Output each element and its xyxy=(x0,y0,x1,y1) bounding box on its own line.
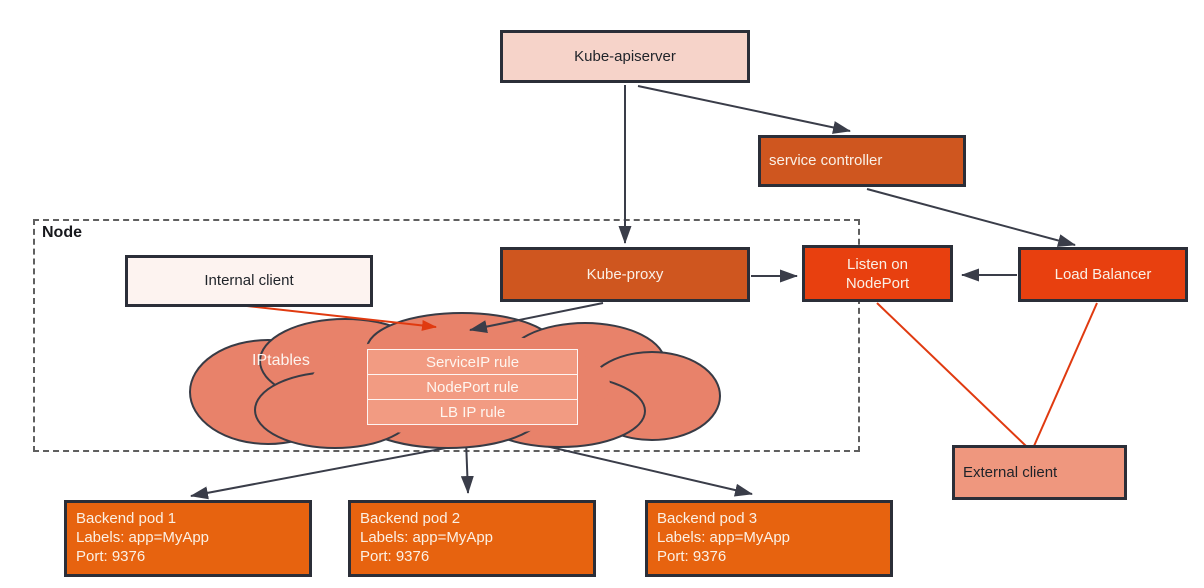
backend-pod-3-port: Port: 9376 xyxy=(657,548,727,565)
backend-pod-2-labels: Labels: app=MyApp xyxy=(360,529,494,546)
arrow-kubeproxy-to-iptables xyxy=(469,302,604,333)
node-boundary-box xyxy=(33,219,860,452)
arrow-service-controller-to-load-balancer xyxy=(866,188,1076,247)
backend-pod-3-name: Backend pod 3 xyxy=(657,510,758,527)
arrow-apiserver-to-service-controller xyxy=(637,85,851,134)
backend-pod-2-box: Backend pod 2 Labels: app=MyApp Port: 93… xyxy=(348,500,596,577)
line-listen-nodeport-to-external-client xyxy=(876,302,1027,447)
iptables-label: IPtables xyxy=(252,352,310,369)
listen-on-nodeport-box: Listen on NodePort xyxy=(802,245,953,302)
arrow-iptables-to-pod3 xyxy=(519,439,753,497)
kube-proxy-box: Kube-proxy xyxy=(500,247,750,302)
backend-pod-1-port: Port: 9376 xyxy=(76,548,146,565)
external-client-box: External client xyxy=(952,445,1127,500)
internal-client-box: Internal client xyxy=(125,255,373,307)
backend-pod-2-port: Port: 9376 xyxy=(360,548,430,565)
backend-pod-1-name: Backend pod 1 xyxy=(76,510,177,527)
load-balancer-box: Load Balancer xyxy=(1018,247,1188,302)
backend-pod-3-box: Backend pod 3 Labels: app=MyApp Port: 93… xyxy=(645,500,893,577)
line-load-balancer-to-external-client xyxy=(1033,302,1098,447)
listen-on-nodeport-line1: Listen on xyxy=(847,255,908,273)
iptables-rule-nodeport: NodePort rule xyxy=(367,374,578,400)
backend-pod-3-labels: Labels: app=MyApp xyxy=(657,529,791,546)
backend-pod-2-name: Backend pod 2 xyxy=(360,510,461,527)
iptables-rule-lbip: LB IP rule xyxy=(367,399,578,425)
listen-on-nodeport-line2: NodePort xyxy=(845,274,910,292)
kube-apiserver-box: Kube-apiserver xyxy=(500,30,750,83)
iptables-rule-serviceip: ServiceIP rule xyxy=(367,349,578,375)
backend-pod-1-box: Backend pod 1 Labels: app=MyApp Port: 93… xyxy=(64,500,312,577)
arrow-iptables-to-pod2 xyxy=(460,439,474,494)
iptables-rules-table: ServiceIP rule NodePort rule LB IP rule xyxy=(367,349,578,425)
backend-pod-1-labels: Labels: app=MyApp xyxy=(76,529,210,546)
service-controller-box: service controller xyxy=(758,135,966,187)
arrow-internal-client-to-iptables xyxy=(246,305,437,331)
node-boundary-label: Node xyxy=(42,224,82,241)
